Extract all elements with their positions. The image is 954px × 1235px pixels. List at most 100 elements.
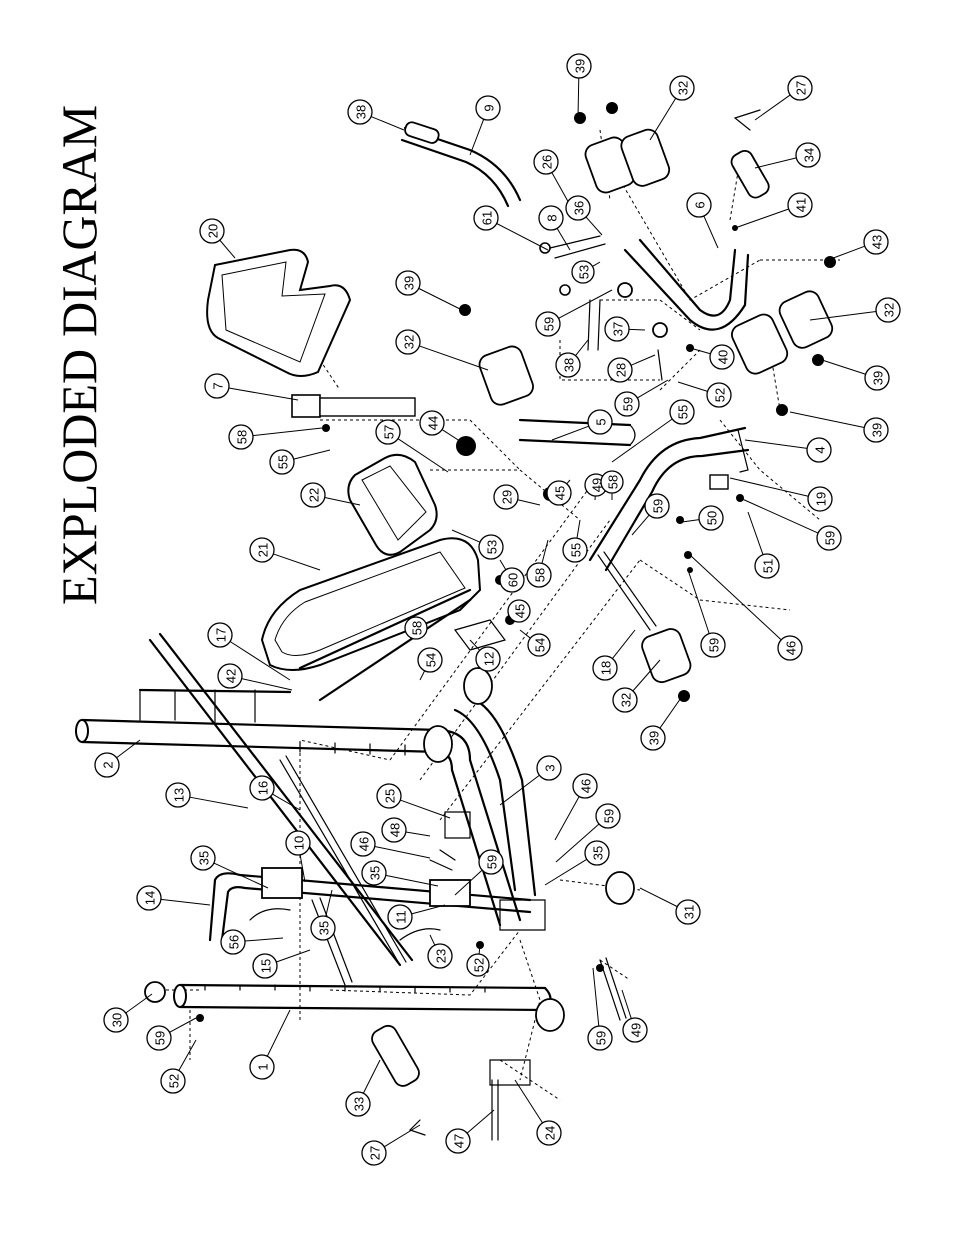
leader-p54a bbox=[519, 629, 531, 639]
part-number: 40 bbox=[716, 350, 731, 364]
callout-circle bbox=[566, 53, 592, 79]
callout-circle bbox=[499, 567, 525, 593]
leader-p35c bbox=[544, 858, 588, 886]
part-callout-p55c: 55 bbox=[562, 537, 588, 563]
part-number: 21 bbox=[256, 543, 271, 557]
crossbar-5 bbox=[518, 418, 636, 447]
part-callout-p17: 17 bbox=[207, 622, 233, 648]
part-callout-p27b: 27 bbox=[361, 1140, 387, 1166]
part-callout-p53a: 53 bbox=[571, 260, 595, 284]
part-number: 8 bbox=[545, 214, 560, 221]
part-callout-p59b: 59 bbox=[614, 391, 640, 417]
callout-circle bbox=[644, 493, 670, 519]
leader-p13 bbox=[189, 796, 249, 809]
part-number: 29 bbox=[500, 490, 515, 504]
part-callout-p30: 30 bbox=[103, 1007, 129, 1033]
part-number: 27 bbox=[368, 1146, 383, 1160]
part-number: 4 bbox=[813, 446, 828, 453]
part-number: 25 bbox=[383, 789, 398, 803]
part-callout-p32d: 32 bbox=[612, 687, 638, 713]
callout-circle bbox=[863, 229, 889, 255]
callout-circle bbox=[640, 725, 666, 751]
callout-circle bbox=[584, 840, 610, 866]
part-callout-p59d: 59 bbox=[816, 525, 842, 551]
part-callout-p46c: 46 bbox=[350, 831, 376, 857]
callout-circle bbox=[207, 622, 233, 648]
bracket-12 bbox=[453, 619, 507, 651]
callout-circle bbox=[249, 775, 275, 801]
part-callout-p3: 3 bbox=[536, 755, 562, 781]
part-number: 53 bbox=[485, 540, 500, 554]
callout-circle bbox=[572, 773, 598, 799]
part-number: 43 bbox=[870, 235, 885, 249]
part-number: 39 bbox=[573, 59, 588, 73]
leader-p52c bbox=[178, 1039, 197, 1071]
part-callout-p59f: 59 bbox=[595, 803, 621, 829]
plate-24 bbox=[489, 1059, 531, 1086]
part-callout-p58b: 58 bbox=[600, 470, 624, 494]
page-title-text: EXPLODED DIAGRAM bbox=[51, 105, 106, 605]
part-callout-p24: 24 bbox=[536, 1120, 562, 1146]
part-callout-p39a: 39 bbox=[566, 53, 592, 79]
leader-p20 bbox=[219, 239, 236, 259]
callout-circle bbox=[381, 817, 407, 843]
callout-circle bbox=[473, 205, 499, 231]
leader-p14 bbox=[160, 898, 211, 906]
callout-circle bbox=[395, 329, 421, 355]
part-number: 52 bbox=[167, 1074, 182, 1088]
leader-p51 bbox=[747, 511, 764, 555]
leader-p12 bbox=[469, 639, 481, 651]
leader-p59h bbox=[169, 1017, 197, 1033]
leader-p27b bbox=[383, 1124, 421, 1148]
part-number: 59 bbox=[621, 397, 636, 411]
rod-15 bbox=[311, 897, 353, 986]
part-number: 19 bbox=[814, 492, 829, 506]
part-number: 13 bbox=[172, 788, 187, 802]
callout-circle bbox=[249, 1054, 275, 1080]
part-callout-p11: 11 bbox=[387, 904, 413, 930]
callout-circle bbox=[228, 424, 254, 450]
leader-p35d bbox=[325, 889, 333, 917]
part-callout-p32c: 32 bbox=[395, 329, 421, 355]
part-callout-p42: 42 bbox=[217, 663, 243, 689]
leader-p24 bbox=[514, 1079, 543, 1124]
callout-circle bbox=[555, 352, 581, 378]
callout-circle bbox=[146, 1025, 172, 1051]
part-number: 36 bbox=[572, 201, 587, 215]
leader-p6 bbox=[703, 215, 719, 249]
part-callout-p25: 25 bbox=[376, 783, 402, 809]
part-number: 39 bbox=[647, 731, 662, 745]
part-number: 22 bbox=[307, 488, 322, 502]
part-number: 52 bbox=[713, 388, 728, 402]
part-callout-p52a: 52 bbox=[706, 382, 732, 408]
leader-p52b bbox=[478, 944, 481, 955]
callout-circle bbox=[136, 885, 162, 911]
part-number: 32 bbox=[402, 335, 417, 349]
part-callout-p51: 51 bbox=[754, 553, 780, 579]
leader-p11 bbox=[411, 904, 446, 915]
callout-circle bbox=[863, 417, 889, 443]
leader-p32d bbox=[632, 659, 661, 692]
callout-circle bbox=[375, 419, 401, 445]
leader-p35a bbox=[213, 862, 269, 889]
part-number: 44 bbox=[426, 416, 441, 430]
part-number: 26 bbox=[540, 155, 555, 169]
part-number: 59 bbox=[823, 531, 838, 545]
leader-p53a bbox=[592, 261, 601, 267]
leader-p59f bbox=[555, 823, 600, 863]
callout-leaders bbox=[116, 77, 877, 1148]
part-callout-p28: 28 bbox=[607, 357, 633, 383]
callout-circle bbox=[600, 470, 624, 494]
part-callout-p48: 48 bbox=[381, 817, 407, 843]
leader-p39d bbox=[789, 411, 865, 429]
part-number: 17 bbox=[214, 628, 229, 642]
part-callout-p26: 26 bbox=[533, 149, 559, 175]
leader-p16 bbox=[272, 793, 301, 811]
part-callout-p40: 40 bbox=[709, 344, 735, 370]
callout-circle bbox=[787, 75, 813, 101]
callout-circle bbox=[754, 553, 780, 579]
leader-p39c bbox=[821, 359, 866, 375]
part-callout-p52c: 52 bbox=[160, 1068, 186, 1094]
leader-p26 bbox=[551, 172, 571, 206]
